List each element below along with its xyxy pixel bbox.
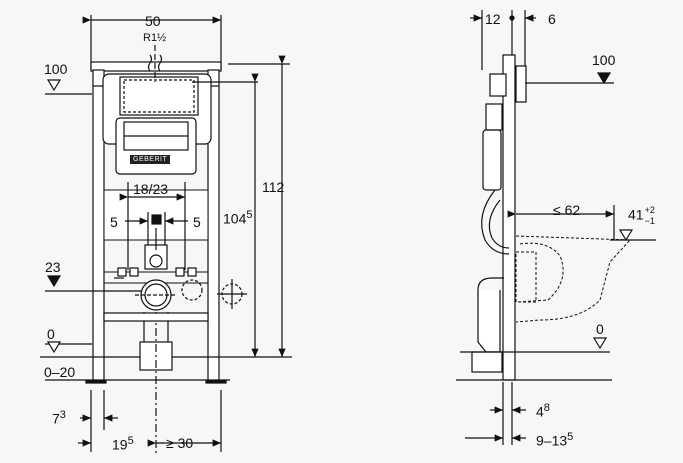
dim-12-label: 12 [485, 11, 501, 27]
frame-left-post [92, 69, 105, 383]
dim-30-label: ≥ 30 [166, 435, 194, 451]
level-0-label: 0 [47, 326, 55, 342]
dim-62-label: ≤ 62 [553, 202, 581, 218]
brand-logo: GEBERIT [130, 155, 171, 164]
side-level-0-label: 0 [596, 321, 604, 337]
width-label: 50 [145, 13, 161, 29]
front-view [40, 15, 292, 455]
side-frame [502, 54, 516, 381]
dim-4-label: 48 [536, 402, 550, 420]
offset-left-label: 5 [110, 214, 118, 230]
dim-7-label: 73 [52, 409, 66, 427]
dim-6-label: 6 [548, 11, 556, 27]
side-level-100-label: 100 [592, 52, 616, 68]
dim-9-13-label: 9–135 [536, 431, 574, 449]
level-23-label: 23 [45, 259, 61, 275]
spacing-label: 18/23 [133, 181, 169, 197]
height-104-label: 1045 [223, 209, 253, 227]
thread-label: R1½ [143, 32, 167, 44]
level-100-label: 100 [44, 61, 68, 77]
floor-range-label: 0–20 [44, 364, 76, 380]
dim-19-label: 195 [112, 435, 134, 453]
dim-41-label: 41+2−1 [628, 205, 655, 226]
offset-right-label: 5 [193, 214, 201, 230]
side-view [456, 10, 656, 445]
height-112-label: 112 [262, 179, 285, 195]
